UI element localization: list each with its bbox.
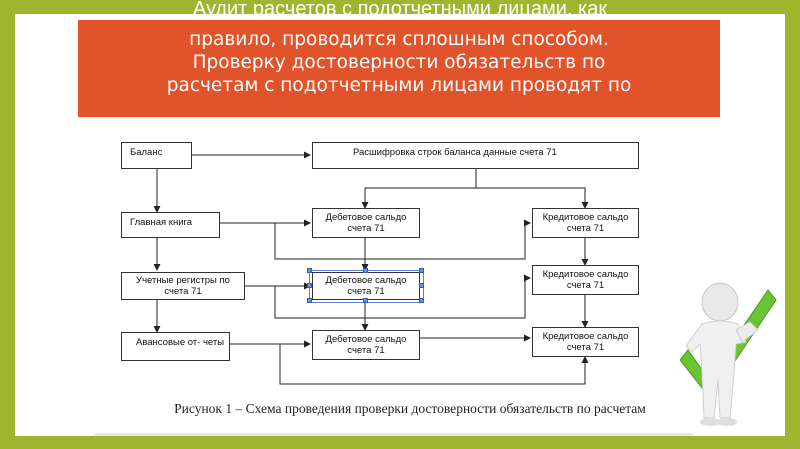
connector-decoding-credit1 [476, 187, 589, 209]
connector-registers-credit2 [274, 274, 531, 319]
node-ledger: Главная книга [121, 212, 220, 238]
figure-caption: Рисунок 1 – Схема проведения проверки до… [174, 401, 646, 416]
node-credit-1: Кредитовое сальдо счета 71 [532, 208, 639, 238]
diagram-figure: Баланс Расшифровка строк баланса данные … [95, 122, 695, 435]
node-credit-3: Кредитовое сальдо счета 71 [532, 327, 639, 357]
connector-decoding-split [361, 169, 477, 209]
text-banner: правило, проводится сплошным способом. П… [78, 20, 720, 117]
node-debit-3: Дебетовое сальдо счета 71 [312, 330, 420, 360]
bottom-shadow [95, 433, 693, 436]
diagram-connectors [153, 151, 589, 385]
banner-line-3: расчетам с подотчетными лицами проводят … [166, 75, 632, 96]
node-credit-2: Кредитовое сальдо счета 71 [532, 265, 639, 295]
node-decoding: Расшифровка строк баланса данные счета 7… [312, 142, 639, 169]
banner-line-2: Проверку достоверности обязательств по [192, 52, 606, 73]
resize-handle[interactable] [419, 283, 424, 288]
person-with-checkmark-icon [680, 282, 777, 426]
banner-line-1: правило, проводится сплошным способом. [189, 29, 609, 50]
connector-advance-credit3 [279, 344, 589, 385]
node-balance: Баланс [121, 142, 192, 169]
resize-handle[interactable] [419, 298, 424, 303]
resize-handle[interactable] [307, 298, 312, 303]
connector-ledger-credit1 [274, 219, 531, 260]
resize-handle[interactable] [307, 283, 312, 288]
node-advance: Авансовые от- четы [121, 332, 230, 361]
banner-overflow-text: Аудит расчетов с подотчетными лицами, ка… [192, 0, 608, 20]
resize-handle[interactable] [307, 268, 312, 273]
node-registers: Учетные регистры по счета 71 [121, 272, 245, 300]
resize-handle[interactable] [363, 298, 368, 303]
node-debit-1: Дебетовое сальдо счета 71 [312, 208, 420, 238]
resize-handle[interactable] [363, 268, 368, 273]
resize-handle[interactable] [419, 268, 424, 273]
